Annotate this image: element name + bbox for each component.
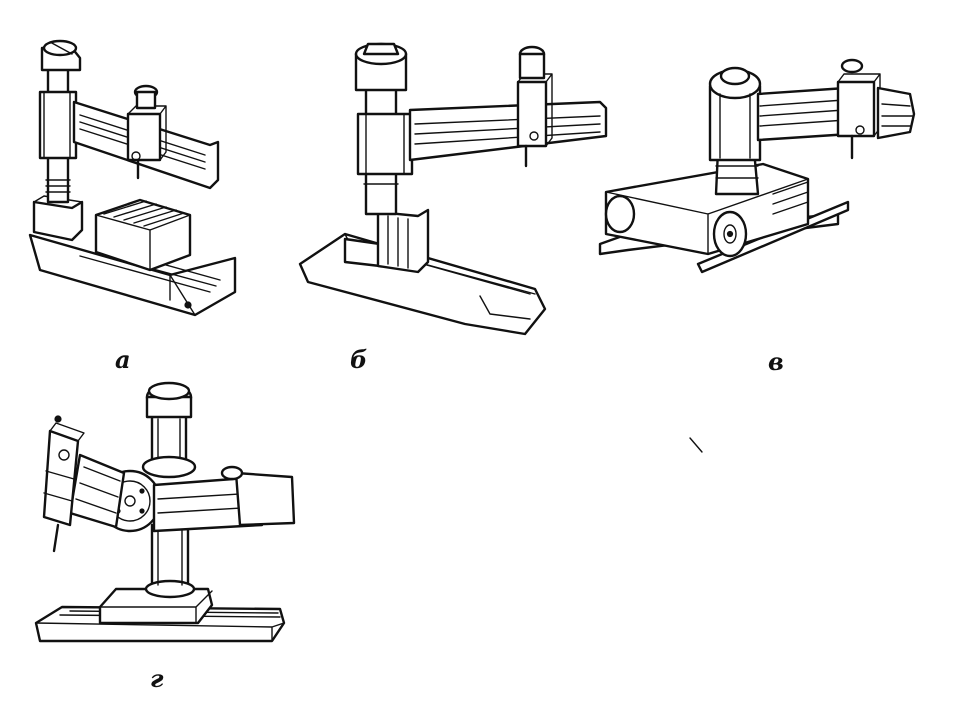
machine-b-drawing xyxy=(290,34,620,344)
label-g: г xyxy=(150,664,164,693)
stray-mark xyxy=(688,436,708,456)
label-v: в xyxy=(768,347,784,376)
machine-g-drawing xyxy=(30,375,310,665)
machine-a-drawing xyxy=(20,30,250,330)
label-a: а xyxy=(115,345,131,374)
label-b: б xyxy=(350,345,368,374)
machine-v-drawing xyxy=(598,54,928,284)
